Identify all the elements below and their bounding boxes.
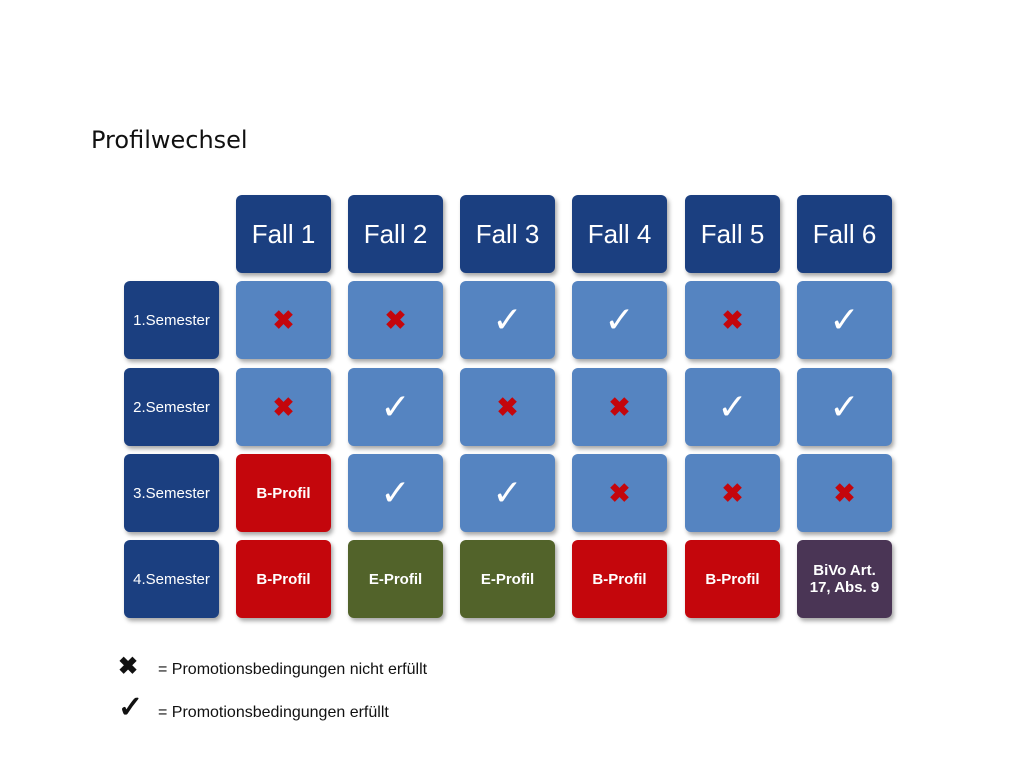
legend-text-fulfilled: = Promotionsbedingungen erfüllt xyxy=(158,704,389,721)
checkmark-icon: ✓ xyxy=(717,386,748,427)
cell-semester-3-fall-4: ✖ xyxy=(572,454,667,532)
profile-label: B-Profil xyxy=(256,484,311,502)
cell-semester-4-fall-2: E-Profil xyxy=(348,540,443,618)
cell-semester-3-fall-1: B-Profil xyxy=(236,454,331,532)
cell-semester-3-fall-5: ✖ xyxy=(685,454,780,532)
row-header-semester-3: 3.Semester xyxy=(124,454,219,532)
profile-label: B-Profil xyxy=(592,570,647,588)
column-header-fall-5: Fall 5 xyxy=(685,195,780,273)
column-header-fall-2: Fall 2 xyxy=(348,195,443,273)
checkmark-icon: ✓ xyxy=(380,472,411,513)
cross-icon: ✖ xyxy=(496,391,519,422)
cell-semester-3-fall-6: ✖ xyxy=(797,454,892,532)
cell-semester-1-fall-6: ✓ xyxy=(797,281,892,359)
legend-item-fulfilled: ✓ = Promotionsbedingungen erfüllt xyxy=(118,690,389,725)
cell-semester-4-fall-6: BiVo Art. 17, Abs. 9 xyxy=(797,540,892,618)
cell-semester-3-fall-3: ✓ xyxy=(460,454,555,532)
cell-semester-2-fall-6: ✓ xyxy=(797,368,892,446)
profile-label: B-Profil xyxy=(705,570,760,588)
row-header-semester-1: 1.Semester xyxy=(124,281,219,359)
row-header-semester-4: 4.Semester xyxy=(124,540,219,618)
slide-title: Profilwechsel xyxy=(91,126,248,154)
cell-semester-1-fall-5: ✖ xyxy=(685,281,780,359)
row-header-line: 1. xyxy=(133,311,146,329)
cross-icon: ✖ xyxy=(608,391,631,422)
column-header-fall-4: Fall 4 xyxy=(572,195,667,273)
cross-icon: ✖ xyxy=(721,304,744,335)
cell-semester-1-fall-3: ✓ xyxy=(460,281,555,359)
checkmark-icon: ✓ xyxy=(829,386,860,427)
cell-semester-2-fall-2: ✓ xyxy=(348,368,443,446)
row-header-line: Semester xyxy=(145,570,210,588)
profile-label: E-Profil xyxy=(368,570,423,588)
row-header-line: Semester xyxy=(145,484,210,502)
row-header-line: 3. xyxy=(133,484,146,502)
column-header-fall-1: Fall 1 xyxy=(236,195,331,273)
row-header-line: Semester xyxy=(145,311,210,329)
checkmark-icon: ✓ xyxy=(492,299,523,340)
cell-semester-4-fall-1: B-Profil xyxy=(236,540,331,618)
cross-icon: ✖ xyxy=(272,304,295,335)
cell-semester-2-fall-3: ✖ xyxy=(460,368,555,446)
checkmark-icon: ✓ xyxy=(380,386,411,427)
legend-text-not-fulfilled: = Promotionsbedingungen nicht erfüllt xyxy=(158,661,428,678)
cross-icon: ✖ xyxy=(384,304,407,335)
row-header-line: 4. xyxy=(133,570,146,588)
cross-icon: ✖ xyxy=(118,653,139,680)
row-header-semester-2: 2.Semester xyxy=(124,368,219,446)
cell-semester-4-fall-5: B-Profil xyxy=(685,540,780,618)
profile-label: BiVo Art. 17, Abs. 9 xyxy=(809,562,880,596)
legend-item-not-fulfilled: ✖ = Promotionsbedingungen nicht erfüllt xyxy=(118,652,427,681)
cell-semester-1-fall-1: ✖ xyxy=(236,281,331,359)
cross-icon: ✖ xyxy=(833,477,856,508)
row-header-line: 2. xyxy=(133,398,146,416)
column-header-fall-6: Fall 6 xyxy=(797,195,892,273)
cell-semester-4-fall-4: B-Profil xyxy=(572,540,667,618)
cross-icon: ✖ xyxy=(608,477,631,508)
profile-label: E-Profil xyxy=(480,570,535,588)
cell-semester-2-fall-5: ✓ xyxy=(685,368,780,446)
row-header-line: Semester xyxy=(145,398,210,416)
cell-semester-3-fall-2: ✓ xyxy=(348,454,443,532)
cell-semester-1-fall-2: ✖ xyxy=(348,281,443,359)
cell-semester-2-fall-1: ✖ xyxy=(236,368,331,446)
profile-label: B-Profil xyxy=(256,570,311,588)
checkmark-icon: ✓ xyxy=(829,299,860,340)
checkmark-icon: ✓ xyxy=(118,691,144,724)
column-header-fall-3: Fall 3 xyxy=(460,195,555,273)
checkmark-icon: ✓ xyxy=(604,299,635,340)
cell-semester-2-fall-4: ✖ xyxy=(572,368,667,446)
checkmark-icon: ✓ xyxy=(492,472,523,513)
cross-icon: ✖ xyxy=(721,477,744,508)
cross-icon: ✖ xyxy=(272,391,295,422)
cell-semester-4-fall-3: E-Profil xyxy=(460,540,555,618)
cell-semester-1-fall-4: ✓ xyxy=(572,281,667,359)
